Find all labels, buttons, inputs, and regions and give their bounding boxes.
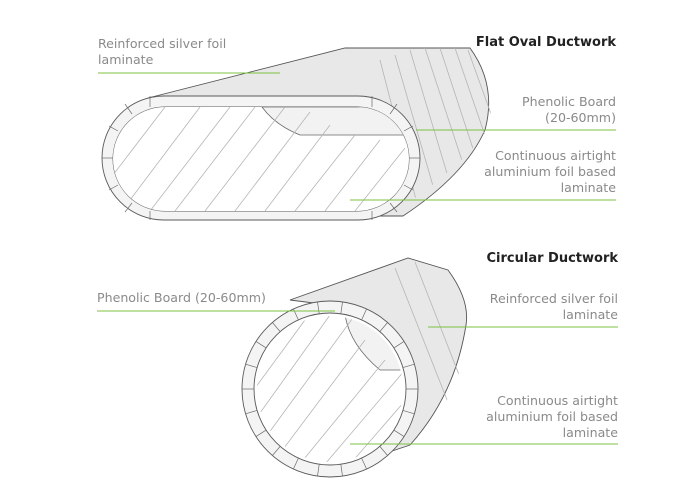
circular-board-segment <box>340 301 343 314</box>
flat-oval-outer-foil-label-line1: Reinforced silver foil <box>98 36 226 51</box>
flat-oval-board-callout: Phenolic Board (20-60mm) <box>416 94 616 131</box>
flat-oval-title: Flat Oval Ductwork <box>476 35 616 50</box>
circular-board-segment <box>379 322 388 332</box>
circular-inner-foil-callout: Continuous airtight aluminium foil based… <box>350 393 619 445</box>
circular-board-segment <box>255 341 267 349</box>
flat-oval-board-label-line1: Phenolic Board <box>522 94 616 109</box>
circular-title: Circular Ductwork <box>487 251 619 266</box>
circular-board-callout: Phenolic Board (20-60mm) <box>97 290 335 312</box>
circular-outer-foil-label-line2: laminate <box>563 307 619 322</box>
circular-board-segment <box>393 429 405 437</box>
flat-oval-inner-foil-label-line2: aluminium foil based <box>484 164 616 179</box>
flat-oval-board-label-line2: (20-60mm) <box>545 110 616 125</box>
circular-interior <box>257 316 403 462</box>
flat-oval-inner-foil-label-line1: Continuous airtight <box>495 148 616 163</box>
circular-board-segment <box>255 429 267 437</box>
circular-outer-foil-label-line1: Reinforced silver foil <box>490 291 618 306</box>
circular-board-segment <box>361 457 367 470</box>
flat-oval-interior <box>113 107 409 211</box>
circular-board-segment <box>402 363 415 368</box>
flat-oval-duct <box>101 47 491 221</box>
circular-board-segment <box>272 322 281 332</box>
circular-board-segment <box>245 363 258 368</box>
circular-board-segment <box>272 446 281 456</box>
flat-oval-inner-foil-label-line3: laminate <box>561 180 617 195</box>
circular-board-segment <box>402 410 415 415</box>
circular-board-segment <box>317 464 320 477</box>
circular-board-label: Phenolic Board (20-60mm) <box>97 290 266 305</box>
circular-outer-foil-callout: Reinforced silver foil laminate <box>428 291 619 328</box>
circular-board-segment <box>393 341 405 349</box>
circular-board-segment <box>317 301 320 314</box>
circular-board-segment <box>245 410 258 415</box>
circular-inner-foil-label-line2: aluminium foil based <box>486 409 618 424</box>
circular-board-segment <box>293 457 299 470</box>
circular-board-segment <box>340 464 343 477</box>
circular-board-segment <box>379 446 388 456</box>
circular-board-segment <box>361 308 367 321</box>
flat-oval-outer-foil-callout: Reinforced silver foil laminate <box>98 36 280 74</box>
flat-oval-outer-foil-label-line2: laminate <box>98 52 154 67</box>
flat-oval-board-segments <box>102 96 420 220</box>
flat-oval-inner-foil-callout: Continuous airtight aluminium foil based… <box>350 148 617 201</box>
circular-inner-foil-label-line3: laminate <box>563 425 619 440</box>
circular-body-hatching <box>394 261 465 421</box>
circular-board-segments <box>242 301 418 477</box>
circular-inner-foil-label-line1: Continuous airtight <box>497 393 618 408</box>
